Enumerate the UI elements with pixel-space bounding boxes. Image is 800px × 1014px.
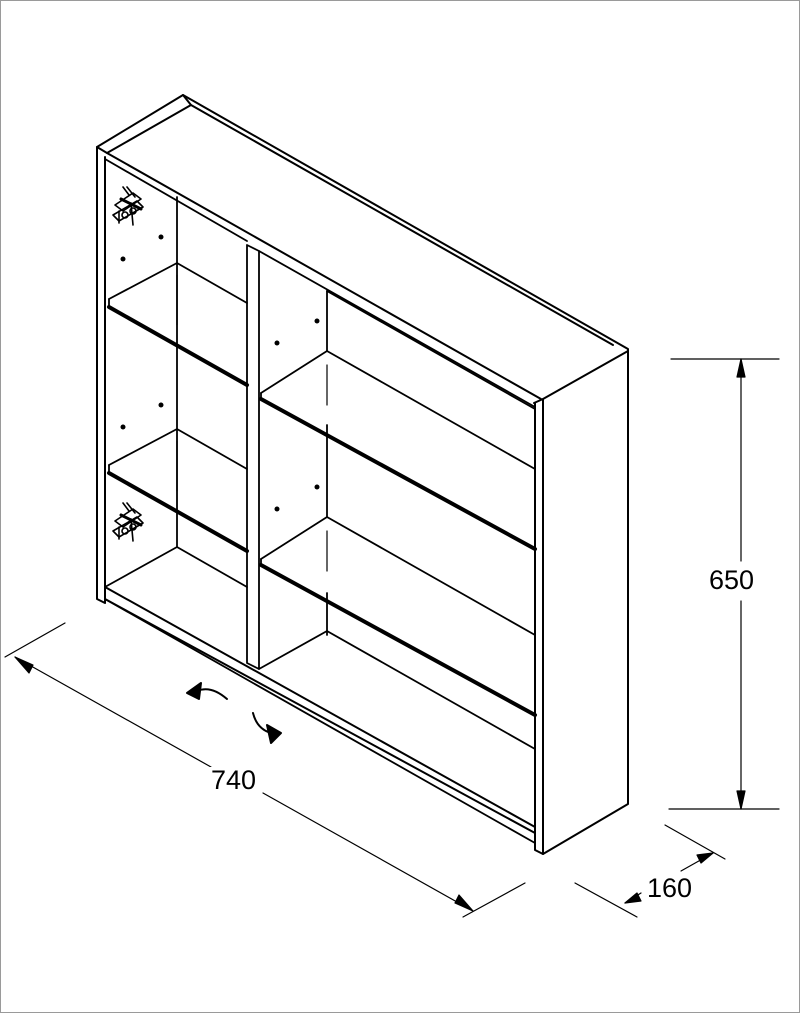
rotate-left-arrow-icon bbox=[186, 682, 228, 700]
rotate-right-arrow-icon bbox=[252, 712, 282, 744]
height-dimension-label: 650 bbox=[707, 565, 757, 595]
hinge-icon-top bbox=[112, 186, 144, 226]
shelf-pin-holes bbox=[120, 234, 320, 512]
height-dimension bbox=[668, 358, 780, 810]
cabinet-interior bbox=[104, 158, 536, 844]
width-dimension bbox=[4, 622, 526, 918]
left-shelves bbox=[107, 262, 249, 553]
depth-dimension bbox=[574, 824, 726, 918]
depth-dimension-label: 160 bbox=[645, 873, 695, 903]
hinge-icon-bottom bbox=[112, 502, 144, 542]
back-reflection-lines bbox=[176, 274, 328, 572]
cabinet-outline bbox=[96, 94, 629, 855]
width-dimension-label: 740 bbox=[209, 765, 259, 795]
right-shelves bbox=[259, 350, 537, 717]
